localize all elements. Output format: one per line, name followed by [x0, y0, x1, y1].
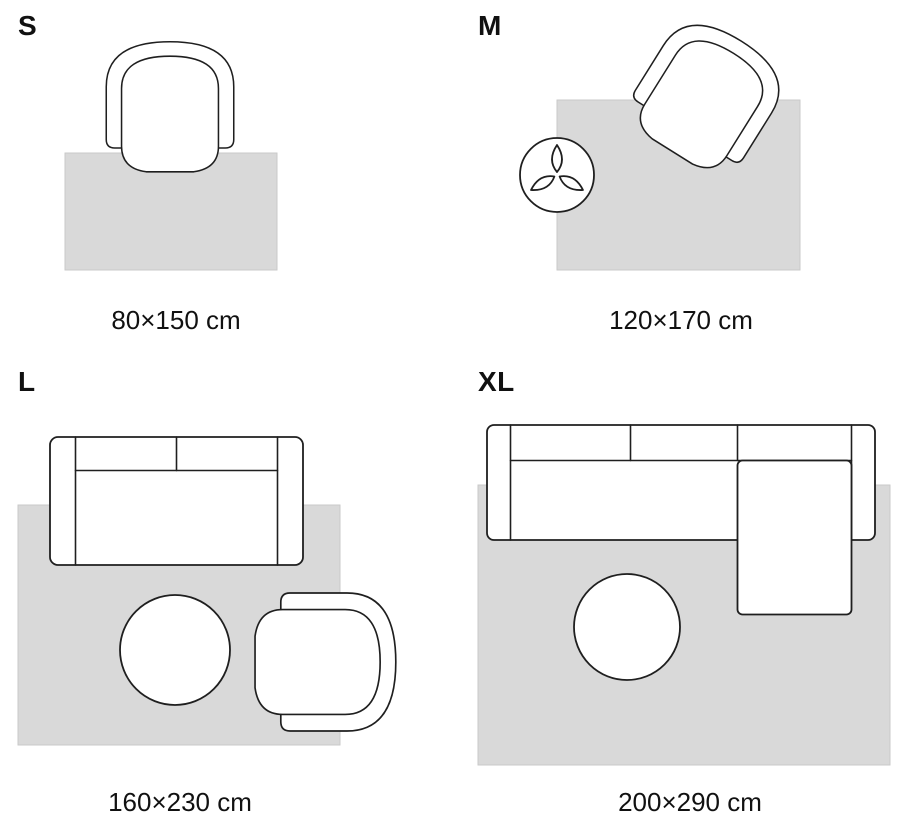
- sectional-sofa-icon: [486, 424, 876, 616]
- panel-xl-graphic: [477, 424, 891, 766]
- armchair-icon: [254, 592, 397, 732]
- pouf-icon: [573, 573, 681, 681]
- panel-l-graphic: [17, 436, 397, 746]
- sofa-icon: [49, 436, 304, 566]
- panel-xl-label: XL: [478, 366, 515, 397]
- plant-icon: [520, 138, 594, 212]
- sectional-chaise: [736, 459, 853, 616]
- panel-m-label: M: [478, 10, 502, 41]
- panel-s-size: 80×150 cm: [111, 305, 241, 335]
- panel-s-graphic: [64, 40, 278, 271]
- pouf-icon: [119, 594, 231, 706]
- panel-xl-size: 200×290 cm: [618, 787, 762, 817]
- panel-m-size: 120×170 cm: [609, 305, 753, 335]
- panel-m-graphic: [520, 6, 801, 271]
- armchair-icon: [105, 40, 235, 173]
- panel-s-label: S: [18, 10, 38, 41]
- panel-l-label: L: [18, 366, 36, 397]
- panel-l-size: 160×230 cm: [108, 787, 252, 817]
